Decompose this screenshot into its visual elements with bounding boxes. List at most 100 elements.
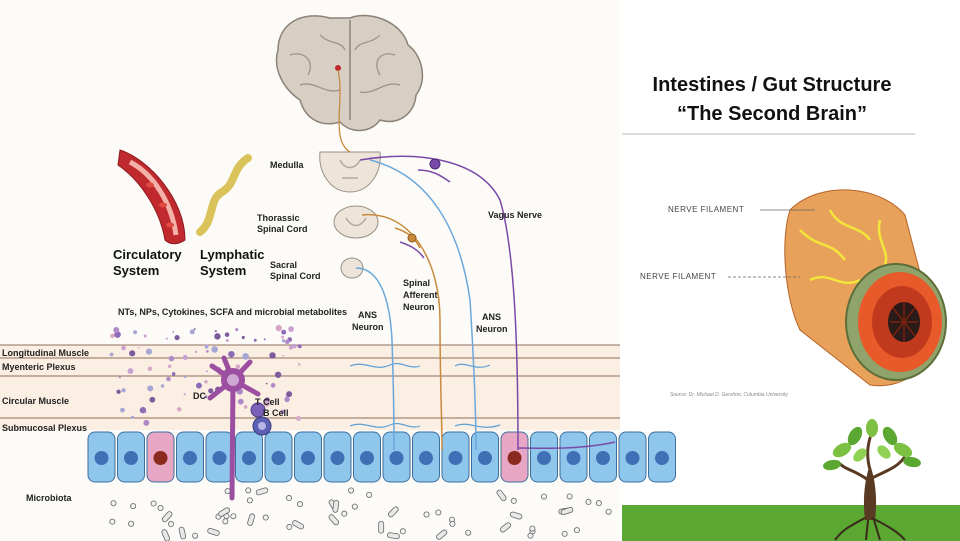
coccus [596,501,601,506]
metabolite-dot [131,416,134,419]
metabolite-dot [214,333,220,339]
coccus [247,498,252,503]
tissue-layers [0,345,620,430]
cell-nucleus [655,451,669,465]
label-lymphatic-2: System [200,263,246,278]
coccus [111,501,116,506]
label-ans-neuron-left-2: Neuron [352,322,384,332]
metabolite-dot [271,383,276,388]
metabolite-dot [110,353,114,357]
coccus [436,510,441,515]
metabolite-dot [168,365,171,368]
metabolite-dot [184,376,186,378]
label-b-cell: B Cell [263,408,289,418]
intestine-cross-section [785,190,946,386]
label-circulatory-1: Circulatory [113,247,182,262]
metabolite-dot [298,344,302,348]
label-lymphatic-1: Lymphatic [200,247,265,262]
coccus [348,488,353,493]
layer-label-longitudinal: Longitudinal Muscle [2,348,89,358]
metabolite-dot [264,338,266,340]
thoracic-section [334,206,378,238]
coccus [541,494,546,499]
cell-nucleus [213,451,227,465]
metabolite-dot [116,390,120,394]
metabolite-dot [148,366,152,370]
metabolite-dot [190,329,195,334]
cell-nucleus [272,451,286,465]
metabolite-dot [242,353,249,360]
metabolite-dot [211,346,218,353]
bacterium [379,521,384,533]
coccus [246,488,251,493]
coccus [231,514,236,519]
metabolite-dot [254,339,257,342]
cell-nucleus [242,451,256,465]
coccus [450,521,455,526]
metabolite-dot [204,380,208,384]
metabolite-dot [206,370,208,372]
metabolite-dot [282,355,284,357]
coccus [511,498,516,503]
coccus [530,526,535,531]
metabolite-dot [184,393,186,395]
metabolite-dot [166,338,168,340]
metabolite-dot [242,336,245,339]
metabolite-dot [183,355,188,360]
cell-nucleus [301,451,315,465]
metabolite-dot [286,391,292,397]
layer-label-circular: Circular Muscle [2,396,69,406]
metabolite-dot [145,412,147,414]
label-source: Source: Dr. Michael D. Gershon, Columbia… [670,392,788,398]
cell-nucleus [183,451,197,465]
metabolite-dot [226,339,229,342]
coccus [342,511,347,516]
metabolite-dot [113,327,119,333]
metabolite-dot [172,372,176,376]
coccus [352,504,357,509]
coccus [151,501,156,506]
metabolite-dot [143,420,149,426]
label-sacral-2: Spinal Cord [270,271,321,281]
metabolite-dot [266,383,268,385]
layer-label-submucosal: Submucosal Plexus [2,423,87,433]
label-ans-neuron-right-2: Neuron [476,324,508,334]
label-sacral-1: Sacral [270,260,297,270]
metabolite-dot [275,372,281,378]
metabolite-dot [244,405,248,409]
label-thoracic-1: Thorassic [257,213,300,223]
metabolite-dot [238,399,244,405]
metabolite-dot [121,388,125,392]
coccus [466,530,471,535]
cell-nucleus [331,451,345,465]
coccus [225,489,230,494]
metabolite-dot [172,331,174,333]
coccus [297,502,302,507]
coccus [586,499,591,504]
metabolite-dot [119,376,121,378]
metabolite-dot [228,351,235,358]
label-spinal-afferent-2: Afferent [403,290,438,300]
label-t-cell: T Cell [255,397,280,407]
label-vagus-nerve: Vagus Nerve [488,210,542,220]
metabolite-dot [120,408,125,413]
label-nerve-filament-2: NERVE FILAMENT [640,272,716,281]
coccus [400,529,405,534]
metabolite-dot [288,326,294,332]
cell-nucleus [419,451,433,465]
metabolite-dot [225,332,230,337]
metabolite-dot [281,330,286,335]
coccus [606,509,611,514]
coccus [286,495,291,500]
label-metabolites: NTs, NPs, Cytokines, SCFA and microbial … [118,307,347,317]
metabolite-dot [128,368,134,374]
metabolite-dot [177,407,181,411]
cell-nucleus [124,451,138,465]
coccus [223,519,228,524]
metabolite-dot [110,334,114,338]
metabolite-dot [161,384,164,387]
metabolite-dot [129,350,135,356]
cell-nucleus [449,451,463,465]
metabolite-dot [282,339,285,342]
layer-label-myenteric: Myenteric Plexus [2,362,76,372]
